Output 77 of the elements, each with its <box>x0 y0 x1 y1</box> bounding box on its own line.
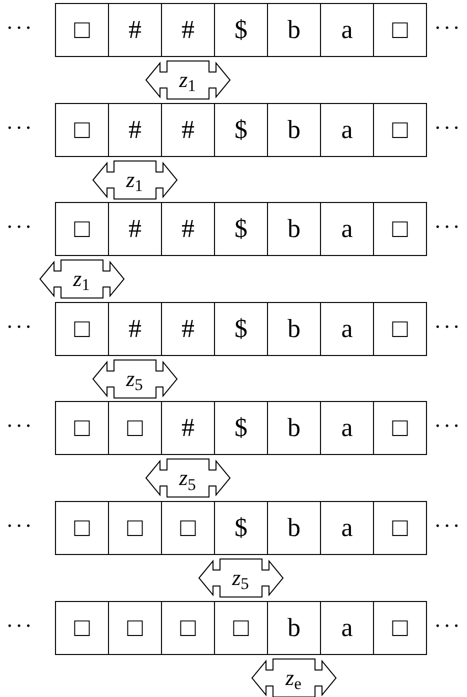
tape-head <box>144 458 230 498</box>
ellipsis: ··· <box>6 17 34 39</box>
tape-cell: a <box>320 600 374 655</box>
tape-cell: a <box>320 501 374 555</box>
tape-cell: $ <box>214 501 268 555</box>
tape-cell: □ <box>55 102 109 157</box>
tape-cell: # <box>161 3 215 57</box>
tape-cell: $ <box>214 102 268 157</box>
state-label: z$_{5}$ <box>231 566 250 590</box>
tape-cell: □ <box>55 302 109 356</box>
tape-cell: # <box>108 302 162 356</box>
tape-head <box>250 658 336 697</box>
tape-cell: b <box>267 401 321 456</box>
ellipsis: ··· <box>6 415 34 438</box>
tape-cell: □ <box>373 401 427 456</box>
tape-cell: □ <box>55 3 109 57</box>
state-label: z$_{5}$ <box>125 366 144 391</box>
tape-cell: □ <box>55 501 109 555</box>
tape-cell: □ <box>373 501 427 555</box>
tape-cell: a <box>320 302 374 356</box>
tape-cell: b <box>267 600 321 655</box>
tape-cell: □ <box>161 600 215 655</box>
tape-cell: a <box>320 202 374 256</box>
state-label: z$_{1}$ <box>125 168 144 192</box>
ellipsis: ··· <box>434 116 462 139</box>
tape-cell: □ <box>373 302 427 356</box>
tape-head <box>144 60 230 100</box>
state-label: z$_{1}$ <box>72 267 91 292</box>
ellipsis: ··· <box>6 116 34 139</box>
tape-cell: $ <box>214 3 268 57</box>
tape-head <box>92 358 178 399</box>
tape-cell: b <box>267 202 321 256</box>
tape-cell: □ <box>55 401 109 456</box>
tape-cell: b <box>267 3 321 57</box>
tape-cell: □ <box>373 102 427 157</box>
tape-cell: a <box>320 401 374 456</box>
tape-cell: □ <box>373 3 427 57</box>
tape-cell: $ <box>214 401 268 456</box>
tape-cell: # <box>161 202 215 256</box>
tape-cell: □ <box>373 600 427 655</box>
tape-cell: □ <box>161 501 215 555</box>
tape-cell: # <box>108 102 162 157</box>
tape-cell: b <box>267 302 321 356</box>
tape-cell: # <box>161 302 215 356</box>
ellipsis: ··· <box>6 316 34 338</box>
ellipsis: ··· <box>434 17 462 39</box>
tape-head <box>38 259 124 300</box>
state-label: z$_{e}$ <box>284 666 302 690</box>
ellipsis: ··· <box>434 415 462 438</box>
tape-cell: a <box>320 3 374 57</box>
ellipsis: ··· <box>434 614 462 637</box>
tape-cell: b <box>267 501 321 555</box>
tape-cell: □ <box>108 401 162 456</box>
tape-head <box>92 160 178 200</box>
tape-cell: □ <box>55 202 109 256</box>
tape-cell: # <box>108 3 162 57</box>
tape-cell: a <box>320 102 374 157</box>
ellipsis: ··· <box>6 216 34 238</box>
tape-cell: □ <box>373 202 427 256</box>
tape-cell: $ <box>214 302 268 356</box>
tape-cell: □ <box>108 501 162 555</box>
tape-cell: # <box>108 202 162 256</box>
ellipsis: ··· <box>6 614 34 637</box>
tape-cell: □ <box>108 600 162 655</box>
ellipsis: ··· <box>6 515 34 537</box>
tape-cell: □ <box>55 600 109 655</box>
ellipsis: ··· <box>434 216 462 238</box>
ellipsis: ··· <box>434 515 462 537</box>
tape-cell: □ <box>214 600 268 655</box>
tape-head <box>198 558 284 598</box>
tape-cell: b <box>267 102 321 157</box>
tape-cell: # <box>161 102 215 157</box>
state-label: z$_{1}$ <box>178 68 197 92</box>
tape-cell: # <box>161 401 215 456</box>
ellipsis: ··· <box>434 316 462 338</box>
tape-cell: $ <box>214 202 268 256</box>
state-label: z$_{5}$ <box>178 466 197 490</box>
